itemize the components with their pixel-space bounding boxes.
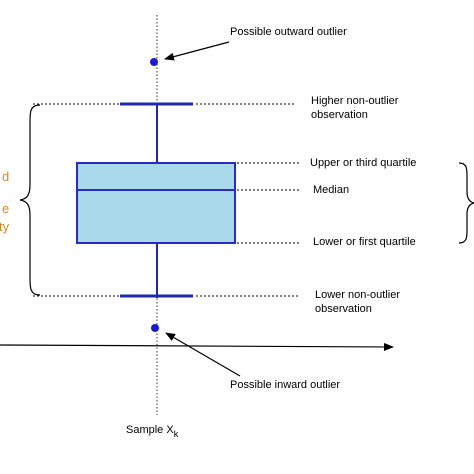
side-text-fragment-3: ty — [0, 219, 10, 234]
outward-outlier-point — [150, 58, 158, 66]
higher-observation-label-line1: Higher non-outlier — [311, 95, 399, 107]
sample-axis-label-subscript: k — [174, 429, 179, 439]
outward-outlier-label: Possible outward outlier — [230, 26, 347, 38]
lower-quartile-label: Lower or first quartile — [313, 236, 416, 248]
higher-observation-label-line2: observation — [311, 109, 368, 121]
sample-axis-label: Sample Xk — [126, 424, 179, 439]
median-label: Median — [313, 184, 349, 196]
sample-axis-arrow — [0, 342, 394, 351]
outward-outlier-arrow — [164, 41, 230, 61]
right-curly-brace — [458, 162, 474, 244]
interquartile-box — [76, 162, 236, 244]
lower-observation-label-line1: Lower non-outlier — [315, 289, 400, 301]
inward-outlier-point — [151, 324, 159, 332]
upper-quartile-label: Upper or third quartile — [310, 157, 416, 169]
inward-outlier-arrow — [165, 332, 241, 377]
side-text-fragment-2: e — [2, 201, 9, 216]
lower-observation-label-line2: observation — [315, 303, 372, 315]
side-text-fragment-1: d — [2, 169, 9, 184]
sample-axis-label-main: Sample X — [126, 424, 174, 436]
inward-outlier-label: Possible inward outlier — [230, 379, 340, 391]
left-curly-brace — [19, 104, 41, 296]
